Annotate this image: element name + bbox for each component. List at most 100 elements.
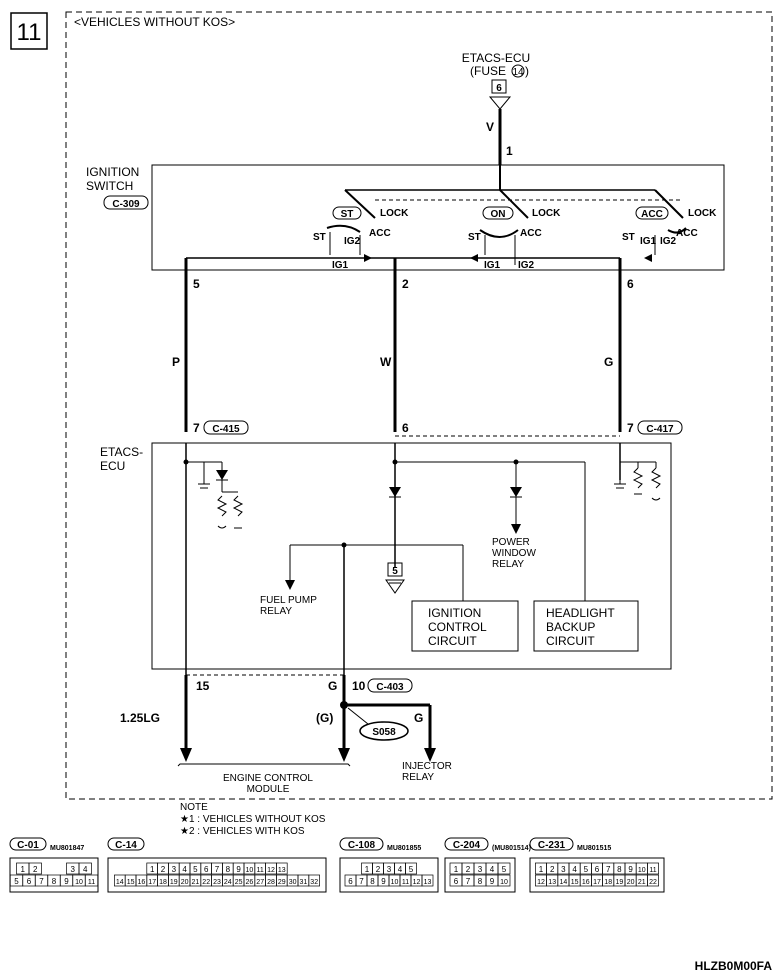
- injector-l2: RELAY: [402, 772, 434, 783]
- left-output-pin: 15: [196, 679, 210, 693]
- connector-cell: [647, 874, 659, 887]
- connector-pin: 20: [181, 879, 189, 886]
- wire-1-25lg-arrow: [180, 748, 192, 762]
- right-resistor-1: [632, 467, 644, 489]
- connector-pin: 9: [236, 865, 241, 874]
- right-resistor-2: [650, 467, 662, 489]
- pos-acc-l2: IG1: [640, 236, 657, 247]
- connector-name-box: [107, 837, 145, 851]
- ignition-control-l2: CONTROL: [428, 620, 487, 634]
- header-label: <VEHICLES WITHOUT KOS>: [74, 15, 235, 29]
- connector-pin: 16: [138, 879, 146, 886]
- c417-box: [637, 420, 683, 435]
- etacs-top-pin: 6: [496, 83, 502, 94]
- etacs-top-terminal: [488, 96, 512, 110]
- fuel-pump-arrow: [285, 580, 295, 590]
- connector-pin: 24: [224, 879, 232, 886]
- connector-body: [529, 857, 665, 893]
- fuel-pump-l1: FUEL PUMP: [260, 595, 317, 606]
- connector-pin: 19: [616, 879, 624, 886]
- ignition-title-1: IGNITION: [86, 165, 139, 179]
- connector-pin: 6: [454, 877, 459, 886]
- connector-pin: 8: [478, 877, 483, 886]
- pos-acc-mode: ACC: [641, 209, 663, 220]
- connector-part: MU801515: [577, 845, 611, 852]
- connector-pin: 6: [348, 877, 353, 886]
- connector-cell: [78, 862, 92, 875]
- connector-name: C-204: [453, 840, 481, 851]
- wire-g-bottom-pin: 7: [627, 421, 634, 435]
- connector-pin: 7: [215, 865, 220, 874]
- connector-pin: 4: [83, 865, 88, 874]
- connector-pin: 31: [300, 879, 308, 886]
- splice-wire: (G): [316, 711, 333, 725]
- wire-w-color: W: [380, 355, 392, 369]
- connector-pin: 11: [649, 867, 656, 874]
- splice-ellipse: [359, 721, 409, 741]
- connector-name: C-14: [115, 840, 137, 851]
- connector-pin: 11: [257, 867, 264, 874]
- connector-pin: 3: [71, 865, 76, 874]
- connector-pin: 11: [88, 879, 95, 886]
- connector-cell: [276, 862, 288, 875]
- connector-pin: 9: [64, 877, 69, 886]
- wire-p-top-pin: 5: [193, 277, 200, 291]
- fuse-circle: [511, 64, 525, 78]
- connector-pin: 3: [561, 865, 566, 874]
- injector-arrow: [424, 748, 436, 762]
- connector-pin: 1: [365, 865, 370, 874]
- switch-arm-2: [499, 189, 529, 219]
- connector-cell: [497, 874, 511, 887]
- connector-pin: 1: [539, 865, 544, 874]
- connector-pin: 2: [550, 865, 555, 874]
- connector-pin: 14: [560, 879, 568, 886]
- connector-pin: 6: [595, 865, 600, 874]
- connector-pin: 2: [161, 865, 166, 874]
- connector-pin: 15: [127, 879, 135, 886]
- engine-module-bracket: [177, 763, 351, 767]
- wire-g-top-pin: 6: [627, 277, 634, 291]
- headlight-backup-l2: BACKUP: [546, 620, 595, 634]
- ignition-control-l3: CIRCUIT: [428, 634, 477, 648]
- connector-body: [107, 857, 327, 893]
- pos-on-mode: ON: [491, 209, 506, 220]
- connector-pin: 5: [502, 865, 507, 874]
- power-window-l2: WINDOW: [492, 548, 536, 559]
- connector-pin: 9: [628, 865, 633, 874]
- pos-st-lock: LOCK: [380, 208, 409, 219]
- left-output-wire: 1.25LG: [120, 711, 160, 725]
- pos-st-contact: [326, 224, 361, 233]
- c403-box: [367, 678, 413, 693]
- connector-pin: 20: [627, 879, 635, 886]
- connector-pin: 3: [172, 865, 177, 874]
- connector-pin: 10: [391, 879, 399, 886]
- wire-w-top-pin: 2: [402, 277, 409, 291]
- etacs-ecu-title-2: ECU: [100, 459, 125, 473]
- connector-pin: 18: [159, 879, 167, 886]
- connector-pin: 3: [478, 865, 483, 874]
- wire-v-pin: 1: [506, 144, 513, 158]
- ignition-switch-box: [151, 164, 725, 271]
- pos-st-mode: ST: [341, 209, 354, 220]
- pos-on-l2: ACC: [520, 228, 542, 239]
- pos-on-contact: [479, 229, 519, 238]
- connector-pin: 5: [584, 865, 589, 874]
- note-title: NOTE: [180, 802, 208, 813]
- pos-st-box: [332, 206, 362, 220]
- connector-cell: [28, 862, 42, 875]
- connector-pin: 2: [466, 865, 471, 874]
- connector-pin: 3: [387, 865, 392, 874]
- pos-acc-contact: [667, 227, 687, 234]
- bus-label-3: IG2: [518, 260, 535, 271]
- power-window-l1: POWER: [492, 537, 530, 548]
- connector-pin: 23: [213, 879, 221, 886]
- c415-box: [203, 420, 249, 435]
- connector-pin: 25: [235, 879, 243, 886]
- connector-name-box: [9, 837, 47, 851]
- splice-leader: [347, 707, 369, 725]
- wire-g-output-arrow: [338, 748, 350, 762]
- etacs-ecu-box: [151, 442, 672, 670]
- footer-code: HLZB0M00FA: [695, 959, 773, 973]
- connector-name: C-01: [17, 840, 39, 851]
